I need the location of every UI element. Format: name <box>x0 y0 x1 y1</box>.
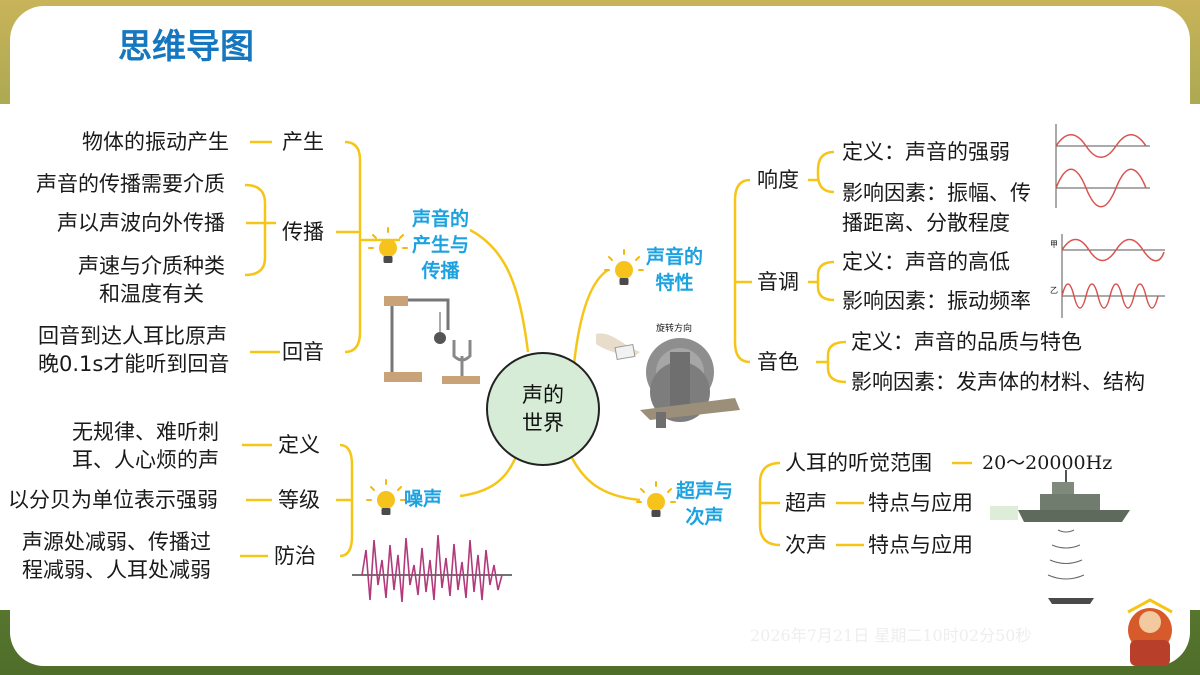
connector-ultrasound-children <box>758 461 781 547</box>
connector-characteristics-children <box>733 178 752 364</box>
ship-sonar-figure <box>990 470 1130 604</box>
leaf-noise-level-0: 以分贝为单位表示强弱 <box>8 488 218 512</box>
lightbulb-icon <box>366 479 406 515</box>
datetime-stamp: 2026年7月21日 星期二10时02分50秒 <box>750 626 1032 645</box>
connector-transmit-leaves <box>244 183 276 277</box>
leaf-ultrasound-0: 特点与应用 <box>868 491 973 515</box>
leaf-timbre-0: 定义：声音的品质与特色 <box>851 330 1082 354</box>
leaf-noise-definition-0: 无规律、难听刺 耳、人心烦的声 <box>72 420 219 472</box>
connector-center-ultrasound <box>570 457 641 502</box>
connector-center-production <box>469 228 530 353</box>
leaf-loudness-0: 定义：声音的强弱 <box>842 140 1010 164</box>
lightbulb-icon <box>636 481 676 517</box>
figure-label-wave-a: 甲 <box>1050 240 1058 249</box>
loudness-wave-figure <box>1055 124 1150 208</box>
node-hearing-range: 人耳的听觉范围 <box>785 451 932 475</box>
node-noise-control: 防治 <box>274 544 316 568</box>
connector-center-characteristics <box>572 268 609 365</box>
branch-production-label: 声音的 产生与 传播 <box>412 208 470 282</box>
leaf-echo-0: 回音到达人耳比原声 晚0.1s才能听到回音 <box>38 324 230 376</box>
leaf-hearing-range-0: 20～20000Hz <box>982 452 1113 474</box>
figure-label-rotation: 旋转方向 <box>656 324 693 334</box>
leaf-production-0: 物体的振动产生 <box>82 130 229 154</box>
leaf-pitch-0: 定义：声音的高低 <box>842 250 1010 274</box>
node-noise-level: 等级 <box>278 488 320 512</box>
branch-characteristics-label: 声音的 特性 <box>646 246 704 294</box>
node-infrasound: 次声 <box>785 533 827 557</box>
connector-loudness-leaves <box>808 150 835 194</box>
leaf-timbre-1: 影响因素：发声体的材料、结构 <box>851 370 1145 394</box>
mascot-figure <box>1127 598 1173 666</box>
node-timbre: 音色 <box>757 350 799 374</box>
node-production: 产生 <box>282 130 324 154</box>
center-label: 声的 世界 <box>522 383 564 435</box>
branch-noise-label: 噪声 <box>404 488 443 510</box>
node-noise-definition: 定义 <box>278 433 320 457</box>
figure-label-wave-b: 乙 <box>1050 286 1058 295</box>
leaf-transmission-0: 声音的传播需要介质 <box>36 172 225 196</box>
branch-ultrasound-label: 超声与 次声 <box>676 480 734 528</box>
connector-pitch-leaves <box>808 260 835 302</box>
noise-waveform-figure <box>352 534 512 603</box>
leaf-loudness-1: 影响因素：振幅、传 播距离、分散程度 <box>842 181 1031 235</box>
lightbulb-icon <box>604 249 644 285</box>
node-transmission: 传播 <box>282 220 324 244</box>
tuning-fork-figure <box>384 296 480 384</box>
leaf-pitch-1: 影响因素：振动频率 <box>842 289 1031 313</box>
connector-timbre-leaves <box>816 340 847 384</box>
center-node: 声的 世界 <box>486 352 600 466</box>
connector-noise-children <box>336 443 354 558</box>
node-echo: 回音 <box>282 340 324 364</box>
leaf-transmission-1: 声以声波向外传播 <box>57 211 225 235</box>
node-ultrasound: 超声 <box>785 491 827 515</box>
gear-wheel-figure <box>596 333 740 428</box>
node-pitch: 音调 <box>757 270 799 294</box>
lightbulb-icon <box>368 227 408 263</box>
node-loudness: 响度 <box>757 168 799 192</box>
content-area <box>0 104 1200 610</box>
leaf-noise-control-0: 声源处减弱、传播过 程减弱、人耳处减弱 <box>22 530 211 582</box>
page-title: 思维导图 <box>118 27 254 67</box>
leaf-infrasound-0: 特点与应用 <box>868 533 973 557</box>
leaf-transmission-2: 声速与介质种类 和温度有关 <box>78 254 225 306</box>
connector-production-children <box>344 140 400 354</box>
pitch-wave-figure <box>1061 234 1165 318</box>
